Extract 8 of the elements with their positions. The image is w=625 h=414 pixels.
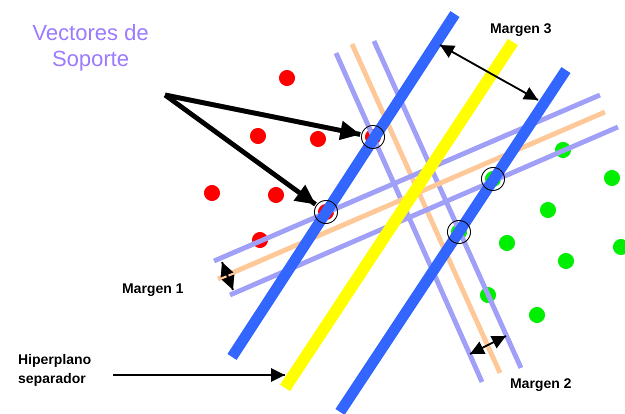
arrow <box>113 368 285 382</box>
margin-label: Margen 3 <box>490 20 552 36</box>
margin-label: Margen 2 <box>510 375 572 391</box>
margin-label: Margen 1 <box>122 280 184 296</box>
callout-text: Vectores de Soporte <box>8 20 173 72</box>
leader-text: Hiperplano separador <box>18 350 118 388</box>
arrow <box>164 92 317 206</box>
arrow <box>164 92 361 140</box>
